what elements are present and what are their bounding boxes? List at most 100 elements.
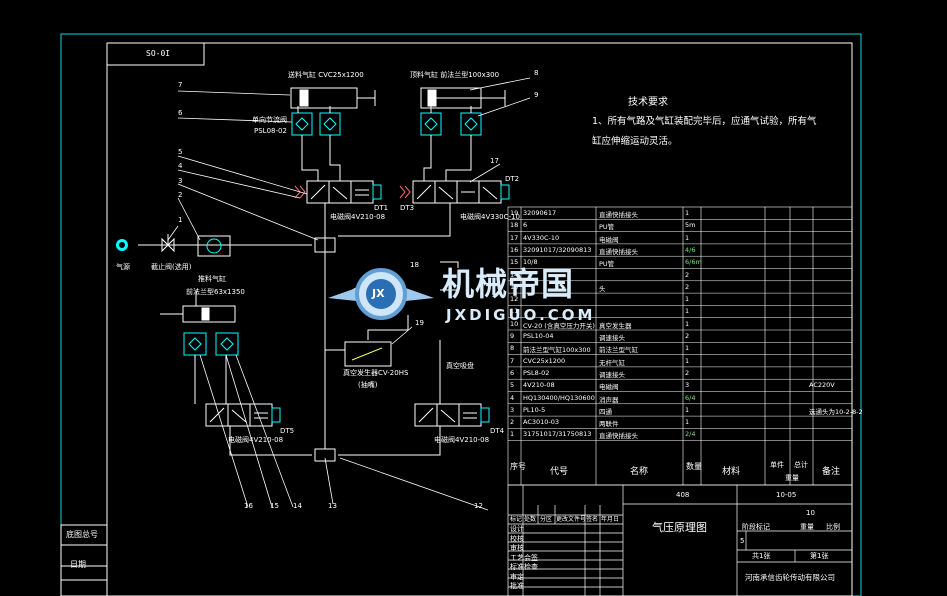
bom-cell-qty: 3 bbox=[685, 381, 690, 390]
callout-18: 18 bbox=[410, 261, 419, 269]
bom-cell-qty: 4/6 bbox=[685, 245, 696, 254]
vacuum-cup bbox=[440, 261, 459, 291]
bom-cell-no: 3 bbox=[510, 405, 515, 414]
bom-cell-name: 直通快插接头 bbox=[599, 211, 638, 219]
bom-cell-qty: 1 bbox=[685, 295, 690, 304]
bom-cell-qty: 1 bbox=[685, 356, 690, 365]
margin-label-bottom-2: 日期 bbox=[70, 560, 86, 569]
valve-4 bbox=[414, 403, 490, 427]
watermark: JX 机械帝国 JXDIGUO.COM bbox=[326, 256, 622, 332]
label-valve-3: 电磁阀4V210-08 bbox=[228, 436, 284, 444]
valve-3 bbox=[205, 403, 281, 427]
callout-4: 4 bbox=[178, 162, 183, 170]
bom-cell-name: 真空发生器 bbox=[599, 321, 632, 330]
bom-cell-name: 无杆气缸 bbox=[599, 358, 625, 367]
air-source bbox=[116, 239, 128, 251]
bom-cell-qty: 1 bbox=[685, 405, 690, 414]
bom-cell-name: PU管 bbox=[599, 260, 615, 269]
callout-16: 16 bbox=[244, 502, 253, 510]
bom-header-qty: 数量 bbox=[686, 462, 702, 471]
bom-cell-qty: 1 bbox=[685, 233, 690, 242]
label-valve-1: 电磁阀4V210-08 bbox=[330, 213, 386, 221]
bom-cell-no: 2 bbox=[510, 418, 515, 427]
signature-row-label: 标准检查 bbox=[510, 563, 538, 571]
dt1-label: DT1 bbox=[374, 204, 389, 212]
callout-13: 13 bbox=[328, 502, 337, 510]
bom-cell-code: CV-20 (含真空压力开关) bbox=[523, 321, 595, 330]
dt3-label: DT3 bbox=[400, 204, 415, 212]
revision-col-label: 标记 bbox=[510, 516, 523, 523]
bom-header-no: 序号 bbox=[510, 462, 526, 471]
bom-cell-no: 14 bbox=[510, 270, 519, 279]
ball-valve bbox=[161, 234, 175, 253]
signature-row-label: 设计 bbox=[510, 525, 524, 533]
bom-cell-no: 11 bbox=[510, 307, 519, 316]
bom-cell-qty: 6/6m bbox=[685, 258, 702, 267]
tech-req-line-2: 缸应伸缩运动灵活。 bbox=[592, 136, 678, 147]
bom-cell-qty: 1 bbox=[685, 307, 690, 316]
title-block bbox=[507, 484, 853, 596]
bom-cell-qty: 2 bbox=[685, 270, 690, 279]
bom-header-name: 名称 bbox=[630, 467, 649, 477]
label-cylinder-a: 送料气缸 CVC25x1200 bbox=[288, 71, 364, 79]
bom-cell-code: PSL10-04 bbox=[523, 332, 554, 340]
signature-row-label: 校核 bbox=[510, 534, 524, 543]
bom-header-single: 单件 bbox=[770, 461, 784, 469]
bom-cell-qty: 6/4 bbox=[685, 393, 696, 402]
bom-cell-qty: 2 bbox=[685, 368, 690, 377]
filter-unit bbox=[197, 235, 231, 257]
outer-frame bbox=[60, 33, 862, 596]
bom-cell-code: PSL8-02 bbox=[523, 368, 550, 377]
callout-6: 6 bbox=[178, 109, 183, 117]
label-vacuum-gen: 真空发生器CV-20HS bbox=[343, 369, 409, 377]
label-throttle-model: PSL08-02 bbox=[254, 127, 287, 135]
bom-cell-name: 直通快插接头 bbox=[599, 432, 638, 441]
bom-cell-no: 16 bbox=[510, 245, 519, 254]
bom-cell-qty: 2 bbox=[685, 282, 690, 291]
part-code: 10-05 bbox=[776, 491, 797, 499]
watermark-badge: JX bbox=[372, 287, 385, 300]
dt2-label: DT2 bbox=[505, 175, 520, 183]
bom-header-code: 代号 bbox=[550, 467, 569, 477]
bom-cell-code: 前法兰型气缸100x300 bbox=[523, 346, 591, 355]
bom-cell-qty: 2/4 bbox=[685, 430, 696, 439]
bom-cell-no: 15 bbox=[510, 258, 519, 267]
bom-cell-qty: 1 bbox=[685, 319, 690, 328]
weight-label: 重量 bbox=[800, 523, 814, 531]
bom-cell-qty: 1 bbox=[685, 344, 690, 353]
scale-value: 10 bbox=[806, 509, 815, 517]
vacuum-generator bbox=[344, 341, 392, 367]
callout-2: 2 bbox=[178, 191, 183, 199]
revision-col-label: 更改文件号 bbox=[556, 516, 587, 523]
bom-cell-code: 4V210-08 bbox=[523, 381, 555, 390]
bom-cell-qty: 1 bbox=[685, 418, 690, 427]
label-ball-valve: 截止阀(选用) bbox=[151, 263, 192, 271]
valve-1 bbox=[294, 180, 382, 204]
bom-row: 14 2 bbox=[508, 269, 852, 281]
bom-cell-name: 两联件 bbox=[599, 420, 619, 429]
bom-cell-no: 6 bbox=[510, 368, 515, 377]
bom-cell-name: 电磁阀 bbox=[599, 235, 619, 244]
bom-cell-code: 31751017/31750813 bbox=[523, 430, 592, 439]
callout-17: 17 bbox=[490, 157, 499, 165]
scale-label: 比例 bbox=[826, 523, 840, 531]
bom-cell-code: 6 bbox=[523, 221, 528, 230]
leader-lines bbox=[167, 77, 531, 511]
tech-req-line-1: 1、所有气路及气缸装配完毕后，应通气试验，所有气 bbox=[592, 116, 817, 127]
bom-header-total: 总计 bbox=[794, 461, 808, 469]
bom-cell-code: PL10-5 bbox=[523, 405, 546, 414]
bom-cell-qty: 2 bbox=[685, 332, 690, 340]
bom-cell-no: 5 bbox=[510, 381, 515, 390]
company-name: 河南承信齿轮传动有限公司 bbox=[745, 573, 835, 582]
label-throttle: 单向节流阀 bbox=[252, 116, 287, 124]
